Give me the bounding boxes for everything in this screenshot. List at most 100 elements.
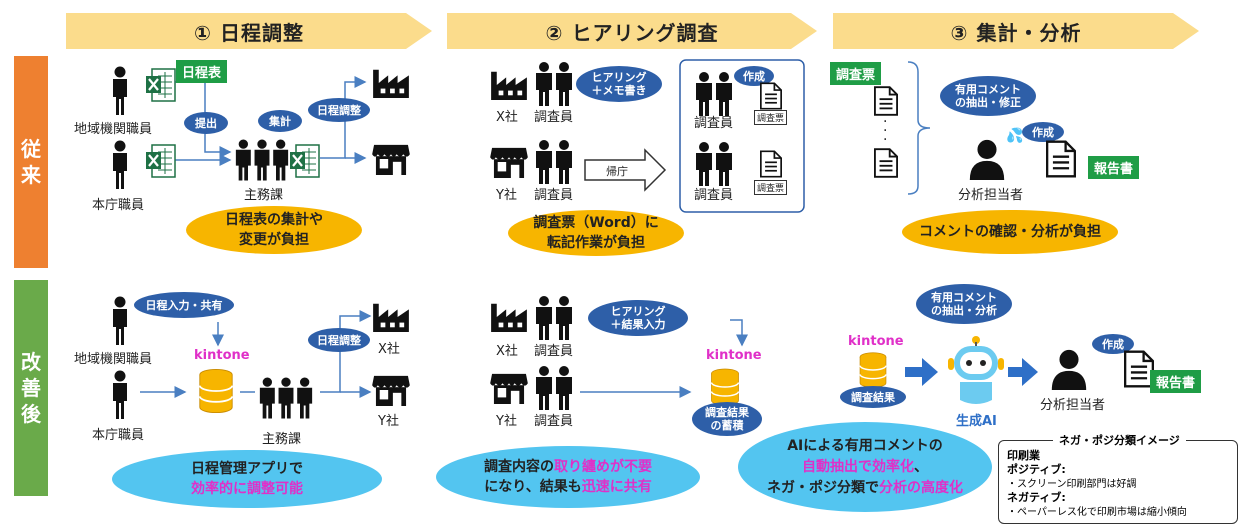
analyst-label: 分析担当者: [1040, 398, 1106, 413]
create-bubble: 作成: [734, 66, 774, 86]
schedule-adjust-bubble: 日程調整: [308, 98, 370, 122]
burden-bubble-comment: コメントの確認・分析が負担: [902, 210, 1118, 254]
document-icon: [874, 148, 898, 178]
kintone-database-icon: [198, 368, 234, 414]
report-tag: 報告書: [1150, 370, 1202, 393]
document-icon: [874, 86, 898, 116]
excel-icon: [146, 68, 176, 102]
improve-ai-line3: ネガ・ポジ分類で分析の高度化: [767, 479, 963, 496]
surveyor-label: 調査員: [534, 110, 574, 125]
improve-survey-line1: 調査内容の取り纏めが不要: [484, 459, 652, 475]
excel-icon: [290, 144, 320, 178]
hq-staff-person-icon: [110, 140, 130, 190]
main-dept-label: 主務課: [262, 432, 302, 447]
burden-bubble-transcribe: 調査票（Word）に 転記作業が負担: [508, 210, 684, 256]
return-office-label: 帰庁: [606, 165, 628, 178]
company-y-label: Y社: [496, 414, 517, 429]
hearing-memo-bubble: ヒアリング ＋メモ書き: [576, 66, 662, 102]
negapoji-box: ネガ・ポジ分類イメージ 印刷業 ポジティブ: ・スクリーン印刷部門は好調 ネガテ…: [998, 432, 1238, 524]
improve-bubble-survey: 調査内容の取り纏めが不要 になり、結果も迅速に共有: [436, 446, 700, 508]
ellipsis-dots: · · ·: [883, 114, 888, 148]
negapoji-title: ネガ・ポジ分類イメージ: [1053, 432, 1186, 448]
main-dept-label: 主務課: [244, 188, 284, 203]
schedule-input-bubble: 日程入力・共有: [134, 292, 234, 318]
surveyor-label: 調査員: [694, 116, 734, 131]
survey-store-bubble: 調査結果 の蓄積: [692, 402, 762, 436]
improve-app-line2: 効率的に調整可能: [191, 481, 303, 497]
analyst-icon: [966, 138, 1008, 180]
company-x-label: X社: [378, 342, 400, 357]
stage-2-header: ② ヒアリング調査: [447, 13, 817, 49]
kintone-label: kintone: [848, 334, 904, 349]
aggregate-bubble: 集計: [258, 110, 302, 132]
shop-icon: [372, 374, 410, 406]
kintone-database-icon: [858, 352, 888, 388]
analyst-label: 分析担当者: [958, 188, 1024, 203]
surveyor-pair-icon: [534, 296, 574, 340]
improve-ai-line1: AIによる有用コメントの: [787, 437, 943, 454]
shop-icon: [490, 146, 528, 178]
kintone-label: kintone: [706, 348, 762, 363]
improve-ai-line2: 自動抽出で効率化、: [802, 458, 928, 475]
hq-staff-person-icon: [110, 370, 130, 420]
schedule-adjust-bubble: 日程調整: [308, 328, 370, 352]
survey-result-bubble: 調査結果: [840, 386, 906, 408]
surveyor-label: 調査員: [694, 188, 734, 203]
create-bubble: 作成: [1022, 122, 1064, 142]
row-label-after: 改 善 後: [14, 280, 48, 496]
document-icon: [760, 150, 782, 178]
surveyor-pair-icon: [534, 140, 574, 184]
negapoji-negative-item: ・ペーパーレス化で印刷市場は縮小傾向: [1007, 507, 1187, 518]
useful-comment-fix-bubble: 有用コメント の抽出・修正: [940, 76, 1036, 116]
factory-icon: [490, 300, 528, 332]
local-staff-label: 地域機関職員: [74, 122, 153, 137]
surveyor-pair-icon: [694, 72, 734, 116]
factory-icon: [490, 68, 528, 100]
negapoji-negative: ネガティブ:: [1007, 491, 1066, 504]
negapoji-industry: 印刷業: [1007, 449, 1040, 462]
report-document-icon: [1046, 140, 1076, 178]
company-x-label: X社: [496, 110, 518, 125]
main-dept-group-icon: [234, 138, 290, 182]
surveyor-label: 調査員: [534, 188, 574, 203]
hq-staff-label: 本庁職員: [92, 428, 145, 443]
document-icon: [760, 82, 782, 110]
gen-ai-label: 生成AI: [956, 414, 997, 429]
analyst-icon: [1048, 348, 1090, 390]
negapoji-positive-item: ・スクリーン印刷部門は好調: [1007, 479, 1137, 490]
local-staff-person-icon: [110, 296, 130, 346]
hq-staff-label: 本庁職員: [92, 198, 145, 213]
burden-bubble-schedule: 日程表の集計や 変更が負担: [186, 206, 362, 254]
surveyor-pair-icon: [534, 62, 574, 106]
surveyor-label: 調査員: [534, 414, 574, 429]
schedule-table-tag: 日程表: [176, 60, 228, 83]
sweat-drops: 💦: [1006, 128, 1024, 144]
ai-robot-icon: [948, 336, 1004, 404]
survey-sheet-small-label: 調査票: [754, 180, 788, 195]
company-y-label: Y社: [496, 188, 517, 203]
surveyor-pair-icon: [694, 142, 734, 186]
kintone-database-icon: [710, 368, 740, 406]
local-staff-label: 地域機関職員: [74, 352, 153, 367]
factory-icon: [372, 300, 410, 332]
submit-bubble: 提出: [184, 112, 228, 134]
survey-sheet-small-label: 調査票: [754, 110, 788, 125]
improve-bubble-ai: AIによる有用コメントの 自動抽出で効率化、 ネガ・ポジ分類で分析の高度化: [738, 422, 992, 512]
company-x-label: X社: [496, 344, 518, 359]
useful-comment-analyze-bubble: 有用コメント の抽出・分析: [916, 284, 1012, 324]
kintone-label: kintone: [194, 348, 250, 363]
create-bubble: 作成: [1092, 334, 1134, 354]
excel-icon: [146, 144, 176, 178]
hearing-result-bubble: ヒアリング ＋結果入力: [588, 300, 688, 336]
factory-icon: [372, 66, 410, 98]
improve-app-line1: 日程管理アプリで: [191, 461, 303, 477]
local-staff-person-icon: [110, 66, 130, 116]
survey-sheet-tag: 調査票: [830, 62, 882, 85]
shop-icon: [372, 143, 410, 175]
company-y-label: Y社: [378, 414, 399, 429]
surveyor-label: 調査員: [534, 344, 574, 359]
improve-bubble-app: 日程管理アプリで 効率的に調整可能: [112, 450, 382, 508]
stage-3-header: ③ 集計・分析: [833, 13, 1199, 49]
surveyor-pair-icon: [534, 366, 574, 410]
